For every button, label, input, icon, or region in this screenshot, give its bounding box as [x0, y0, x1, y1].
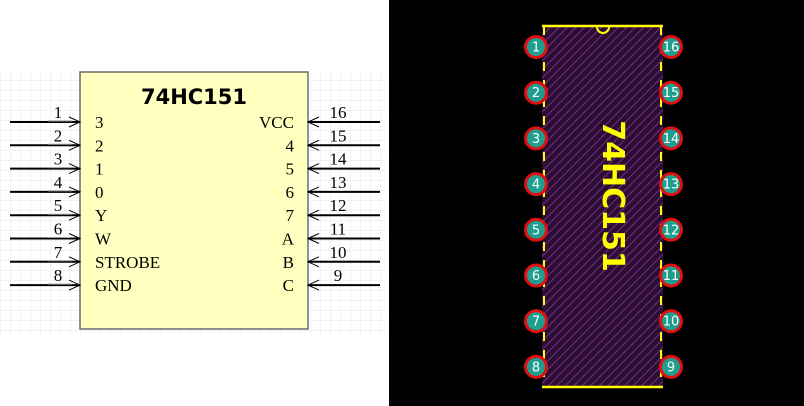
right-pin-number: 16: [330, 103, 347, 122]
left-pin-arrow: [68, 116, 82, 128]
left-pad-number: 8: [532, 360, 540, 375]
left-pin-number: 1: [54, 103, 63, 122]
left-pin-number: 4: [54, 173, 63, 192]
right-pin-arrow: [306, 116, 320, 128]
right-pin-label: 6: [286, 183, 295, 202]
left-pin-arrow: [68, 256, 82, 268]
right-pin-arrow: [306, 256, 320, 268]
right-pad: [659, 172, 683, 197]
right-pad-number: 15: [663, 86, 680, 101]
left-pin-number: 7: [54, 243, 63, 262]
left-pad-number: 6: [532, 269, 540, 284]
right-pin-label: VCC: [259, 113, 294, 132]
right-pad: [659, 80, 683, 105]
left-pin-label: 2: [95, 136, 104, 155]
right-pin-number: 13: [330, 173, 347, 192]
left-pin-number: 5: [54, 196, 63, 215]
right-pad: [659, 354, 683, 379]
right-pin-number: 10: [330, 243, 347, 262]
left-pad: [524, 35, 548, 59]
right-pin-label: B: [283, 253, 294, 272]
left-pad-number: 3: [532, 132, 540, 147]
pcb-left-pads: 1 2 3 4 5 6 7 8: [524, 35, 548, 379]
right-pad: [659, 35, 683, 59]
right-pad-number: 9: [667, 360, 675, 375]
schematic-part-name: 74HC151: [141, 85, 247, 109]
left-pad: [524, 354, 548, 379]
right-pin-label: 7: [286, 206, 295, 225]
right-pin-arrow: [306, 209, 320, 221]
left-pin-label: STROBE: [95, 253, 160, 272]
right-pin-label: 4: [286, 136, 295, 155]
left-pad: [524, 172, 548, 197]
right-pin-label: C: [283, 276, 294, 295]
pin1-notch: [596, 26, 610, 34]
left-pin-number: 8: [54, 266, 63, 285]
left-pin-arrow: [68, 233, 82, 244]
right-pad-number: 16: [663, 41, 680, 56]
left-pad: [524, 217, 548, 242]
left-pad: [524, 263, 548, 288]
left-pin-label: Y: [95, 206, 107, 225]
left-pad-number: 2: [532, 86, 540, 101]
left-pin-label: 3: [95, 113, 104, 132]
right-pin-number: 15: [330, 126, 347, 145]
right-pad-number: 10: [663, 315, 680, 330]
right-pad-number: 11: [663, 269, 680, 284]
pcb-component-body: [542, 26, 663, 387]
right-pin-arrow: [306, 279, 320, 291]
left-pin-number: 3: [54, 150, 63, 169]
left-pin-number: 6: [54, 220, 63, 239]
right-pad: [659, 217, 683, 242]
right-pin-number: 11: [330, 220, 346, 239]
left-pad-number: 1: [532, 41, 540, 56]
left-pin-arrow: [68, 163, 82, 175]
right-pin-arrow: [306, 186, 320, 198]
left-pad-number: 7: [532, 315, 540, 330]
left-pin-label: GND: [95, 276, 132, 295]
left-pin-label: W: [95, 230, 112, 249]
right-pad-number: 12: [663, 223, 680, 238]
left-pin-label: 1: [95, 160, 104, 179]
right-pad: [659, 309, 683, 334]
right-pin-arrow: [306, 139, 320, 151]
left-pin-arrow: [68, 186, 82, 198]
right-pin-label: A: [282, 230, 295, 249]
left-pin-number: 2: [54, 126, 63, 145]
left-pad: [524, 309, 548, 334]
right-pin-arrow: [306, 163, 320, 175]
left-pin-arrow: [68, 209, 82, 221]
right-pin-label: 5: [286, 160, 295, 179]
right-pin-number: 12: [330, 196, 347, 215]
pcb-right-pads: 16 15 14 13 12 11 10 9: [659, 35, 683, 379]
left-pad: [524, 126, 548, 151]
right-pad-number: 14: [663, 132, 680, 147]
left-pad: [524, 80, 548, 105]
pcb-silkscreen-part-name: 74HC151: [595, 120, 630, 272]
schematic-ic-body: [79, 71, 309, 330]
right-pad-number: 13: [663, 178, 680, 193]
right-pin-arrow: [306, 233, 320, 244]
left-pad-number: 5: [532, 223, 540, 238]
right-pin-number: 9: [334, 266, 343, 285]
right-pad: [659, 126, 683, 151]
right-pin-number: 14: [330, 150, 348, 169]
left-pin-label: 0: [95, 183, 104, 202]
left-pad-number: 4: [532, 178, 540, 193]
right-pad: [659, 263, 683, 288]
left-pin-arrow: [68, 279, 82, 291]
left-pin-arrow: [68, 139, 82, 151]
